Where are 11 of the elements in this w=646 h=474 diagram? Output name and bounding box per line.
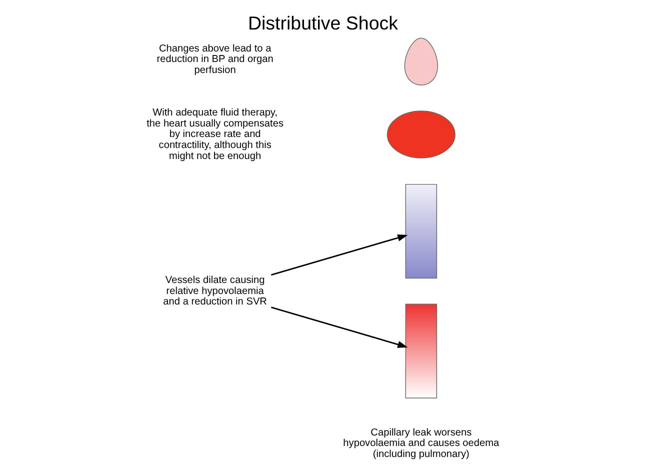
node-heart	[386, 110, 456, 158]
diagram-title: Distributive Shock	[248, 12, 398, 34]
label: Changes above lead to a reduction in BP and organ perfusion	[156, 43, 274, 76]
label: Capillary leak worsens hypovolaemia and causes oedema (including pulmonary)	[343, 427, 500, 460]
label: With adequate fluid therapy, the heart usually compensates by increase rate and contractility, although this might not be enough	[146, 108, 284, 162]
node-text: Vessels dilate causing relative hypovolaemia and a reduction in SVR	[163, 274, 267, 308]
node-arc	[405, 184, 438, 278]
arrow	[270, 234, 408, 276]
node-kidney	[404, 38, 438, 86]
node-arc	[405, 304, 438, 398]
arrow	[270, 306, 408, 348]
